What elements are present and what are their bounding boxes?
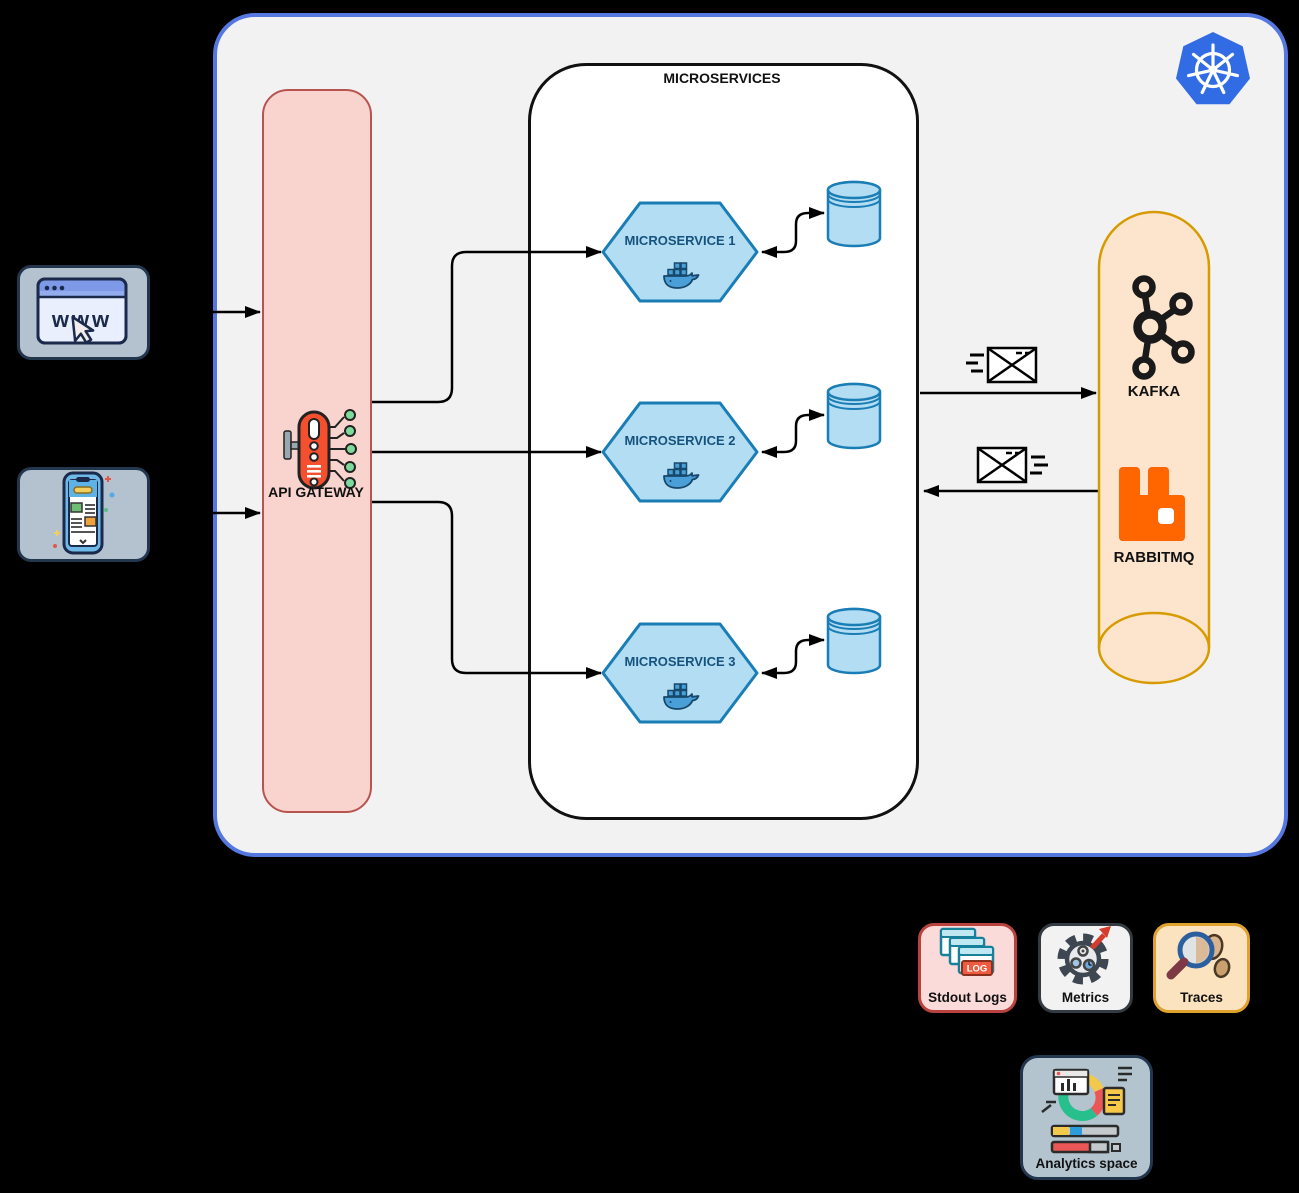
analytics-space-label: Analytics space xyxy=(1035,1156,1138,1171)
metrics-label: Metrics xyxy=(1061,990,1110,1005)
microservice-1-label: MICROSERVICE 1 xyxy=(624,233,736,248)
api-gateway-container xyxy=(262,89,372,813)
microservices-title: MICROSERVICES xyxy=(663,70,781,86)
traces-label: Traces xyxy=(1180,990,1223,1005)
kafka-label: KAFKA xyxy=(1127,383,1181,400)
mobile-client-box xyxy=(17,467,150,562)
web-client-box xyxy=(17,265,150,360)
api-gateway-label: API GATEWAY xyxy=(268,484,364,500)
rabbitmq-label: RABBITMQ xyxy=(1113,549,1195,566)
stdout-logs-label: Stdout Logs xyxy=(928,990,1007,1005)
microservice-3-label: MICROSERVICE 3 xyxy=(624,654,736,669)
microservice-2-label: MICROSERVICE 2 xyxy=(624,433,736,448)
